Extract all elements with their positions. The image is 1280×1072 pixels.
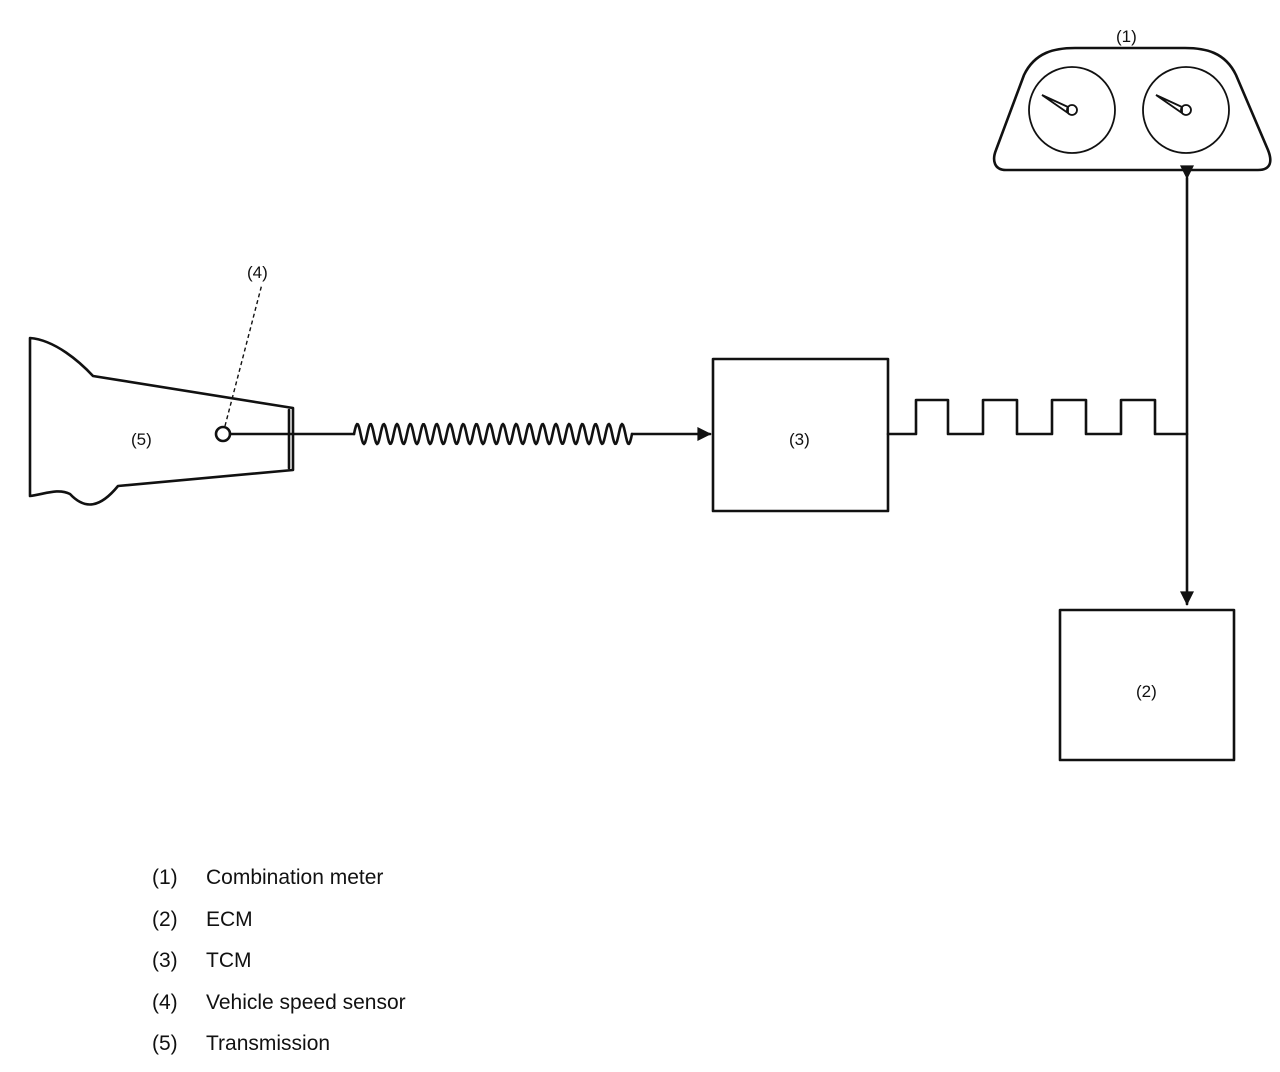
tachometer-gauge	[1142, 66, 1230, 154]
vehicle-speed-sensor: (4)	[214, 263, 268, 443]
tachometer-needle	[1155, 94, 1183, 115]
tcm: (3)	[711, 357, 890, 513]
legend-number: (3)	[152, 949, 178, 972]
ecm-box	[1058, 608, 1236, 762]
transmission: (5)	[28, 336, 295, 506]
pulse-signal	[886, 398, 1189, 436]
legend-item: (1) Combination meter	[152, 864, 406, 906]
legend-number: (5)	[152, 1032, 178, 1055]
legend-label: Transmission	[206, 1032, 331, 1055]
sine-wave-signal	[352, 422, 634, 446]
legend-number: (4)	[152, 990, 178, 1014]
legend-item: (4) Vehicle speed sensor	[152, 989, 406, 1031]
legend-item: (5) Transmission	[152, 1030, 406, 1072]
combination-meter: (1)	[992, 27, 1272, 172]
transmission-outline	[28, 336, 295, 506]
legend-label: TCM	[206, 949, 252, 972]
ecm-callout: (2)	[1136, 682, 1157, 701]
legend: (1) Combination meter (2) ECM (3) TCM (4…	[152, 864, 406, 1072]
legend-number: (2)	[152, 907, 178, 931]
tcm-callout: (3)	[789, 430, 810, 449]
speedometer-hub	[1066, 104, 1078, 116]
legend-label: ECM	[206, 907, 253, 931]
legend-item: (2) ECM	[152, 906, 406, 948]
meter-housing	[992, 46, 1272, 172]
speedometer-needle	[1041, 94, 1069, 115]
tachometer-hub	[1180, 104, 1192, 116]
meter-callout: (1)	[1116, 27, 1137, 46]
sensor-leader-line	[224, 283, 263, 427]
speedometer-gauge	[1028, 66, 1116, 154]
legend-label: Combination meter	[206, 866, 384, 889]
sensor-callout: (4)	[247, 263, 268, 282]
ecm: (2)	[1058, 608, 1236, 762]
legend-label: Vehicle speed sensor	[206, 990, 406, 1014]
sensor-symbol	[214, 425, 232, 443]
sensor-signal-line	[228, 422, 712, 446]
transmission-callout: (5)	[131, 430, 152, 449]
legend-item: (3) TCM	[152, 947, 406, 989]
legend-number: (1)	[152, 866, 178, 889]
